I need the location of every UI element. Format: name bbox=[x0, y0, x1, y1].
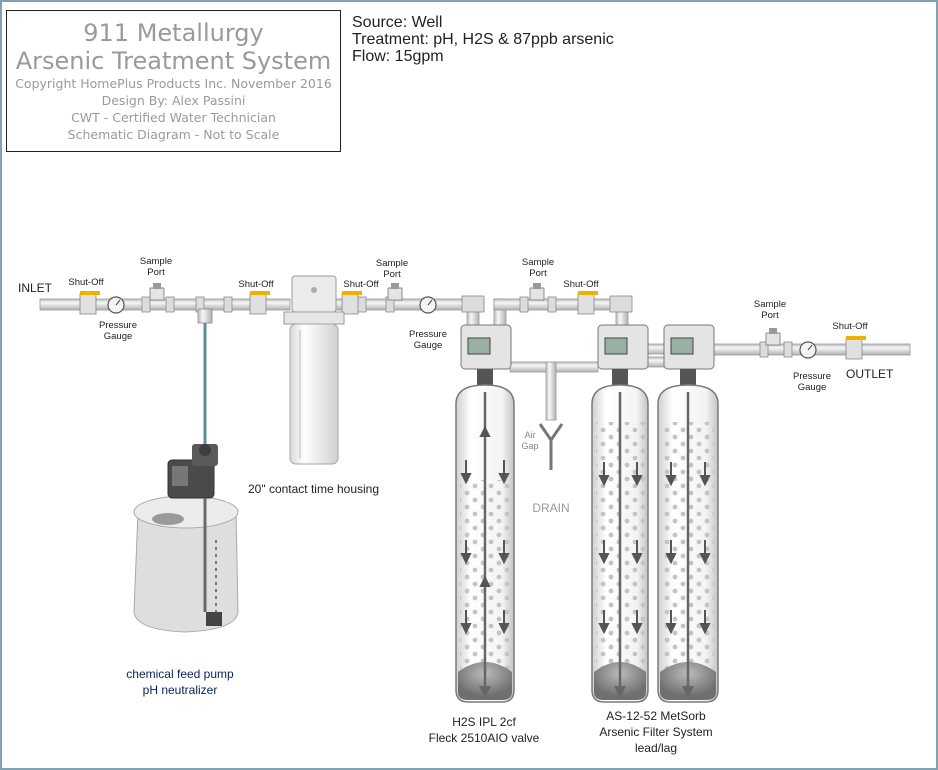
inlet-pipe bbox=[39, 298, 291, 311]
pressure-gauge-2 bbox=[419, 296, 437, 314]
sample-port-label: Port bbox=[529, 268, 547, 279]
pump-label-line-2: pH neutralizer bbox=[143, 683, 218, 697]
injection-tee bbox=[197, 308, 213, 450]
air-gap-label: Gap bbox=[521, 441, 538, 451]
pressure-gauge-label: Gauge bbox=[104, 331, 133, 342]
shutoff-label: Shut-Off bbox=[68, 277, 104, 288]
pressure-gauge-1 bbox=[107, 296, 125, 314]
sample-port-label: Sample bbox=[140, 256, 172, 267]
shutoff-label: Shut-Off bbox=[563, 279, 599, 290]
valve-display bbox=[467, 337, 491, 355]
housing-label: 20" contact time housing bbox=[248, 482, 379, 496]
valve-display bbox=[670, 337, 694, 355]
drain-pipe bbox=[545, 361, 557, 421]
crossover-pipe bbox=[493, 298, 629, 311]
valve-handle-icon[interactable] bbox=[846, 336, 866, 340]
title-line-2: Arsenic Treatment System bbox=[15, 47, 332, 75]
inlet-label: INLET bbox=[18, 281, 53, 295]
certification-text: CWT - Certified Water Technician bbox=[71, 110, 276, 125]
sample-port-3[interactable] bbox=[529, 283, 545, 301]
pressure-gauge-3 bbox=[799, 341, 817, 359]
pressure-gauge-label: Pressure bbox=[409, 329, 447, 340]
shutoff-label: Shut-Off bbox=[238, 279, 274, 290]
valve-display bbox=[604, 337, 628, 355]
sample-port-2[interactable] bbox=[387, 283, 403, 301]
source-text: Source: Well bbox=[352, 14, 443, 31]
tank1-label-line-1: H2S IPL 2cf bbox=[452, 715, 516, 729]
sample-port-label: Port bbox=[383, 269, 401, 280]
shutoff-label: Shut-Off bbox=[832, 321, 868, 332]
title-line-1: 911 Metallurgy bbox=[83, 19, 264, 47]
chemical-feed-pump bbox=[133, 444, 239, 633]
contact-time-housing bbox=[283, 275, 345, 465]
shutoff-valve-4[interactable] bbox=[577, 291, 598, 315]
sample-port-4[interactable] bbox=[765, 328, 781, 346]
valve-handle-icon[interactable] bbox=[578, 291, 598, 295]
treatment-text: Treatment: pH, H2S & 87ppb arsenic bbox=[352, 31, 614, 48]
tank-metsorb-lag bbox=[657, 324, 719, 703]
system-info: Source: Well Treatment: pH, H2S & 87ppb … bbox=[352, 14, 614, 65]
air-gap-icon bbox=[538, 423, 564, 470]
labels: INLET OUTLET Shut-Off Shut-Off Shut-Off … bbox=[18, 256, 894, 755]
valve-handle-icon[interactable] bbox=[342, 291, 362, 295]
designer-text: Design By: Alex Passini bbox=[101, 93, 246, 108]
sample-port-label: Port bbox=[147, 267, 165, 278]
title-block: 911 Metallurgy Arsenic Treatment System … bbox=[6, 10, 341, 152]
shutoff-valve-2[interactable] bbox=[249, 291, 270, 315]
tank2-label-line-3: lead/lag bbox=[635, 741, 677, 755]
pressure-gauge-label: Gauge bbox=[414, 340, 443, 351]
tank2-label-line-1: AS-12-52 MetSorb bbox=[606, 709, 706, 723]
sample-port-label: Sample bbox=[754, 299, 786, 310]
shutoff-valve-3[interactable] bbox=[341, 291, 362, 315]
air-gap-label: Air bbox=[525, 430, 536, 440]
shutoff-valve-5[interactable] bbox=[845, 336, 866, 360]
tank-metsorb-lead bbox=[591, 324, 649, 703]
sample-port-1[interactable] bbox=[149, 283, 165, 301]
sample-port-label: Sample bbox=[376, 258, 408, 269]
shutoff-label: Shut-Off bbox=[343, 279, 379, 290]
tank2-label-line-2: Arsenic Filter System bbox=[599, 725, 712, 739]
tank-h2s bbox=[455, 324, 515, 703]
tank1-label-line-2: Fleck 2510AIO valve bbox=[429, 731, 540, 745]
pressure-gauge-label: Pressure bbox=[99, 320, 137, 331]
outlet-label: OUTLET bbox=[846, 367, 894, 381]
sample-port-label: Port bbox=[761, 310, 779, 321]
valve-handle-icon[interactable] bbox=[80, 291, 100, 295]
schematic-note: Schematic Diagram - Not to Scale bbox=[67, 127, 280, 142]
flow-text: Flow: 15gpm bbox=[352, 48, 444, 65]
pump-label-line-1: chemical feed pump bbox=[126, 667, 234, 681]
drain-label: DRAIN bbox=[532, 501, 569, 515]
sample-port-label: Sample bbox=[522, 257, 554, 268]
pressure-gauge-label: Gauge bbox=[798, 382, 827, 393]
valve-handle-icon[interactable] bbox=[250, 291, 270, 295]
pressure-gauge-label: Pressure bbox=[793, 371, 831, 382]
shutoff-valve-1[interactable] bbox=[79, 291, 100, 315]
copyright-text: Copyright HomePlus Products Inc. Novembe… bbox=[15, 76, 332, 91]
